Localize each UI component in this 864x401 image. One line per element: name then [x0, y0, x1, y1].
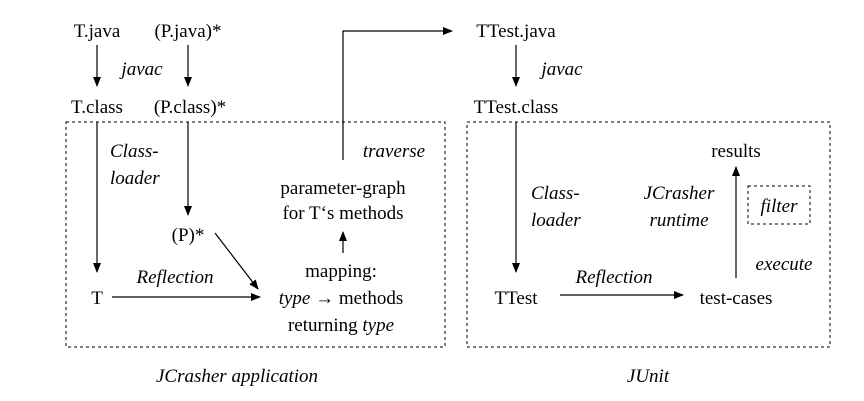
jcrasher-application-box: [65, 121, 446, 348]
label-javac-right: javac: [538, 59, 583, 80]
label-jcrasher-runtime-1: JCrasher: [644, 183, 715, 204]
node-test-cases: test-cases: [700, 288, 773, 309]
label-classloader-right-2: loader: [531, 210, 581, 231]
node-ttest-java: TTest.java: [476, 21, 556, 42]
node-mapping-line2: type → methods: [279, 288, 404, 309]
node-p: (P)*: [172, 225, 205, 246]
label-classloader-left-2: loader: [110, 168, 160, 189]
node-mapping-line3: returning type: [288, 315, 394, 336]
junit-box: [466, 121, 831, 348]
node-p-class: (P.class)*: [154, 97, 226, 118]
node-p-java: (P.java)*: [154, 21, 221, 42]
node-ttest: TTest: [495, 288, 539, 309]
label-reflection-left: Reflection: [135, 267, 213, 288]
node-t-class: T.class: [71, 97, 123, 118]
caption-jcrasher-application: JCrasher application: [156, 366, 318, 387]
node-parameter-graph-line1: parameter-graph: [280, 178, 406, 199]
node-mapping-line1: mapping:: [305, 261, 377, 282]
label-jcrasher-runtime-2: runtime: [649, 210, 708, 231]
arrow-p-to-mapping: [214, 232, 259, 290]
label-reflection-right: Reflection: [574, 267, 652, 288]
node-filter: filter: [761, 196, 799, 217]
label-classloader-left-1: Class-: [110, 141, 159, 162]
node-results: results: [711, 141, 761, 162]
node-t-java: T.java: [74, 21, 121, 42]
node-t: T: [91, 288, 103, 309]
node-parameter-graph-line2: for T‘s methods: [282, 203, 403, 224]
arrow-traverse-to-ttestjava: [342, 27, 453, 160]
label-execute: execute: [756, 254, 813, 275]
label-classloader-right-1: Class-: [531, 183, 580, 204]
label-javac-left: javac: [118, 59, 163, 80]
filter-box: [747, 185, 811, 225]
caption-junit: JUnit: [627, 366, 670, 387]
node-ttest-class: TTest.class: [474, 97, 559, 118]
label-traverse: traverse: [363, 141, 425, 162]
